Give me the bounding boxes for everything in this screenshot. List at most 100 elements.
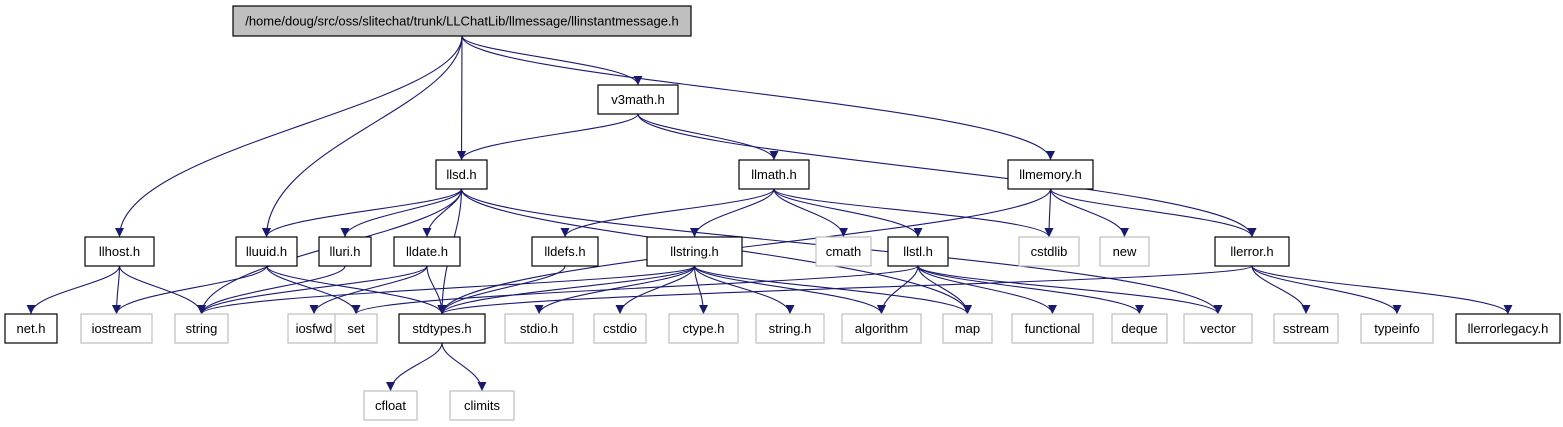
node-cmath: cmath	[815, 236, 872, 267]
edge-llmath-to-lldefs	[560, 188, 775, 238]
node-cstdlib: cstdlib	[1018, 236, 1080, 267]
edge-llhost-to-neth	[26, 265, 121, 315]
node-box	[1111, 313, 1168, 344]
node-box	[232, 5, 692, 37]
node-label: stdio.h	[520, 321, 558, 336]
node-label: llmemory.h	[1019, 167, 1082, 182]
edge-stdtypes-to-climits	[441, 342, 487, 392]
node-box	[815, 236, 872, 267]
node-label: climits	[464, 398, 501, 413]
node-lldate[interactable]: lldate.h	[393, 236, 461, 267]
node-label: llhost.h	[99, 244, 140, 259]
edge-llerror-to-typeinfo	[1251, 265, 1402, 315]
node-new: new	[1099, 236, 1150, 267]
node-label: ctype.h	[683, 321, 725, 336]
node-box	[318, 236, 372, 267]
node-label: llmath.h	[751, 167, 797, 182]
node-label: typeinfo	[1374, 321, 1420, 336]
edge-root-to-v3math	[461, 35, 643, 86]
node-label: deque	[1121, 321, 1157, 336]
node-lluuid[interactable]: lluuid.h	[235, 236, 298, 267]
node-label: string	[186, 321, 218, 336]
node-layer: /home/doug/src/oss/slitechat/trunk/LLCha…	[4, 5, 1561, 421]
edge-llmemory-to-new	[1049, 188, 1129, 238]
node-deque: deque	[1111, 313, 1168, 344]
node-lluri[interactable]: lluri.h	[318, 236, 372, 267]
node-label: lluuid.h	[246, 244, 287, 259]
node-box	[504, 313, 574, 344]
node-typeinfo: typeinfo	[1360, 313, 1434, 344]
edge-llstl-to-functional	[917, 265, 1057, 315]
node-functional: functional	[1011, 313, 1094, 344]
node-root[interactable]: /home/doug/src/oss/slitechat/trunk/LLCha…	[232, 5, 692, 37]
node-label: iostream	[92, 321, 142, 336]
node-llsd[interactable]: llsd.h	[435, 159, 488, 190]
edge-lluuid-to-set	[265, 265, 361, 315]
node-label: stdtypes.h	[412, 321, 471, 336]
node-sstream: sstream	[1273, 313, 1339, 344]
node-label: llerror.h	[1230, 244, 1273, 259]
node-llstring[interactable]: llstring.h	[646, 236, 743, 267]
edge-llmath-to-cstdlib	[773, 188, 1054, 238]
node-llmath[interactable]: llmath.h	[738, 159, 810, 190]
node-box	[738, 159, 810, 190]
node-box	[449, 390, 515, 421]
node-box	[393, 236, 461, 267]
node-box	[1099, 236, 1150, 267]
node-box	[4, 313, 58, 344]
edge-lluuid-to-stdtypes	[265, 265, 447, 315]
node-llmemory[interactable]: llmemory.h	[1007, 159, 1094, 190]
node-box	[593, 313, 647, 344]
node-box	[80, 313, 153, 344]
edge-llstring-to-string	[197, 265, 696, 315]
node-box	[84, 236, 155, 267]
node-stdtypes[interactable]: stdtypes.h	[398, 313, 486, 344]
node-box	[334, 313, 378, 344]
edge-llstl-to-algorithm	[877, 265, 919, 315]
node-iosfwd: iosfwd	[287, 313, 341, 344]
node-label: llstring.h	[670, 244, 718, 259]
node-llerrorlegacy[interactable]: llerrorlegacy.h	[1455, 313, 1561, 344]
edge-llmemory-to-llerror	[1049, 188, 1257, 238]
node-box	[1360, 313, 1434, 344]
node-algorithm: algorithm	[841, 313, 922, 344]
edge-llstring-to-stdtypes	[437, 265, 696, 315]
node-string: string	[174, 313, 229, 344]
node-box	[435, 159, 488, 190]
node-label: vector	[1200, 321, 1236, 336]
edge-llmath-to-llstring	[690, 188, 775, 238]
node-box	[646, 236, 743, 267]
node-label: lluri.h	[329, 244, 360, 259]
node-v3math[interactable]: v3math.h	[597, 84, 679, 115]
node-lldefs[interactable]: lldefs.h	[531, 236, 599, 267]
edge-llstl-to-set	[351, 265, 919, 315]
node-box	[668, 313, 739, 344]
edge-llmath-to-llstl	[773, 188, 923, 238]
node-label: functional	[1025, 321, 1081, 336]
node-llstl[interactable]: llstl.h	[887, 236, 949, 267]
node-label: cmath	[826, 244, 861, 259]
edge-llhost-to-string	[118, 265, 206, 315]
node-llhost[interactable]: llhost.h	[84, 236, 155, 267]
node-label: sstream	[1283, 321, 1329, 336]
node-vector: vector	[1183, 313, 1253, 344]
edge-llstl-to-deque	[917, 265, 1144, 315]
edge-llhost-to-iostream	[112, 265, 122, 315]
node-label: cstdlib	[1031, 244, 1068, 259]
edge-llstring-to-algorithm	[693, 265, 886, 315]
edge-root-to-llmemory	[461, 35, 1055, 161]
node-box	[942, 313, 993, 344]
node-box	[887, 236, 949, 267]
node-box	[597, 84, 679, 115]
node-cstdio: cstdio	[593, 313, 647, 344]
edge-root-to-llhost	[115, 35, 463, 238]
node-ctype: ctype.h	[668, 313, 739, 344]
edge-lldate-to-iosfwd	[309, 265, 428, 315]
node-climits: climits	[449, 390, 515, 421]
edge-stdtypes-to-cfloat	[386, 342, 443, 392]
edge-lluuid-to-iostream	[112, 265, 268, 315]
node-neth[interactable]: net.h	[4, 313, 58, 344]
node-label: llerrorlegacy.h	[1468, 321, 1549, 336]
node-llerror[interactable]: llerror.h	[1214, 236, 1290, 267]
